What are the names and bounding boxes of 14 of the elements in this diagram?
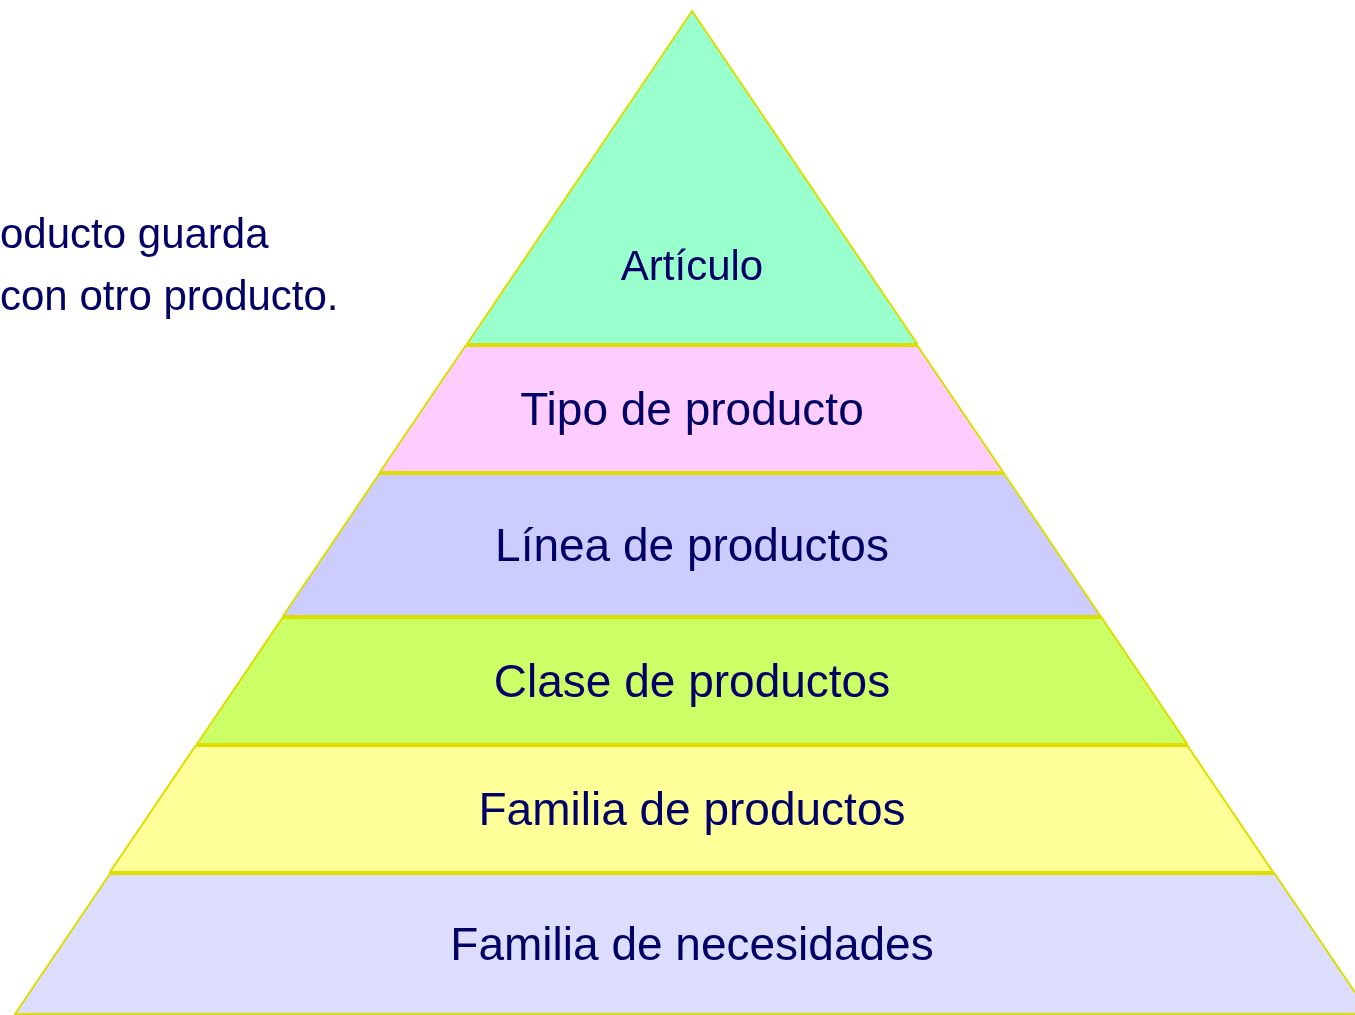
note-text: con otro producto. xyxy=(0,271,339,321)
band-label: Familia de productos xyxy=(478,781,906,837)
band-label: Familia de necesidades xyxy=(450,916,934,972)
pyramid-band xyxy=(282,473,1102,617)
band-label: Tipo de producto xyxy=(520,381,864,437)
pyramid-apex xyxy=(465,10,919,345)
band-label: Artículo xyxy=(620,241,764,291)
pyramid-band xyxy=(195,617,1189,745)
note-text: oducto guarda xyxy=(0,209,270,259)
band-label: Clase de productos xyxy=(493,653,891,709)
pyramid-band xyxy=(13,873,1355,1015)
pyramid-band xyxy=(109,745,1275,873)
pyramid-band xyxy=(379,345,1005,473)
band-label: Línea de productos xyxy=(495,517,889,573)
